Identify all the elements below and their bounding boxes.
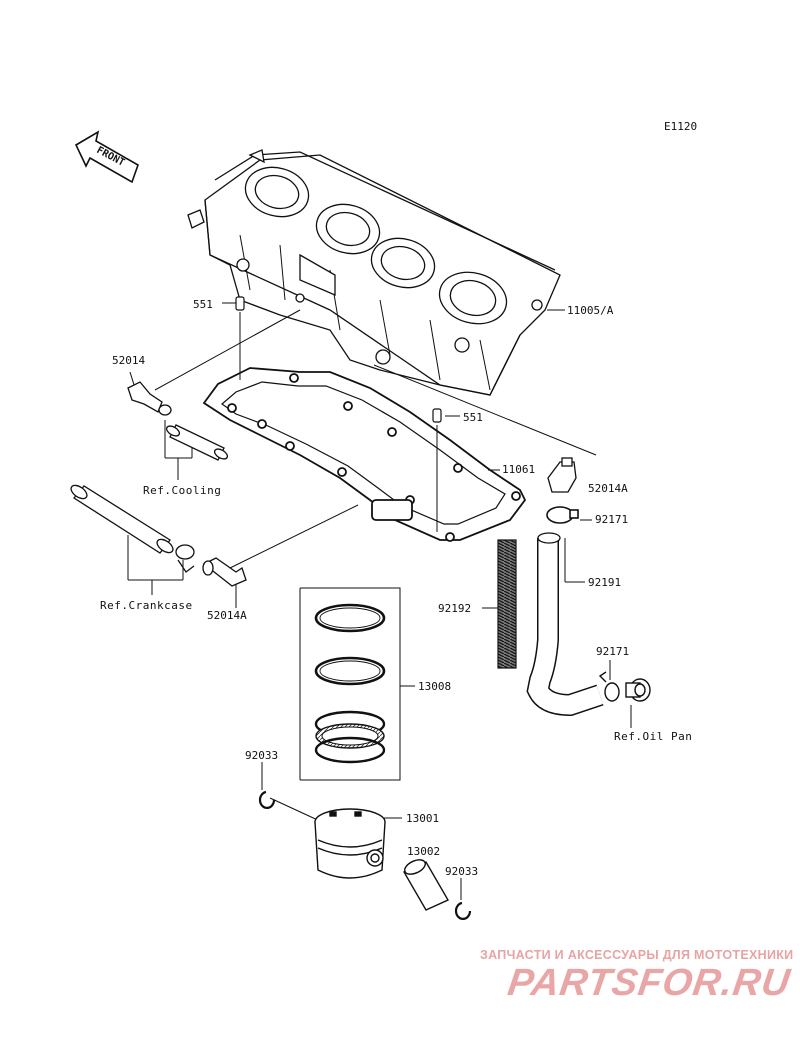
dowel-pin-right [432,408,442,423]
hose-long [526,532,604,717]
fitting-right [547,457,577,493]
crankcase-hose [70,484,195,573]
label-dowel-right: 551 [463,411,483,424]
ring-set-box [299,587,401,781]
clamp-lower [598,671,651,702]
label-breather: 92192 [438,602,471,615]
label-piston: 13001 [406,812,439,825]
label-clamp-lower: 92171 [596,645,629,658]
piston [314,808,386,879]
ref-crankcase: Ref.Crankcase [100,599,193,612]
label-cylinder: 11005/A [567,304,614,317]
label-clamp-upper: 92171 [595,513,628,526]
ref-cooling: Ref.Cooling [143,484,221,497]
label-dowel-left: 551 [193,298,213,311]
watermark-tagline: ЗАПЧАСТИ И АКСЕССУАРЫ ДЛЯ МОТОТЕХНИКИ [480,948,794,962]
piston-rings [314,603,386,764]
label-pin: 13002 [407,845,440,858]
diagram-code: E1120 [664,120,697,133]
label-fitting-left: 52014 [112,354,145,367]
cylinder-block [187,149,561,396]
ref-oil-pan: Ref.Oil Pan [614,730,692,743]
label-gasket: 11061 [502,463,535,476]
watermark-logo: PARTSFOR.RU [505,962,794,1004]
label-circlip-right: 92033 [445,865,478,878]
cooling-hose [165,424,229,461]
label-fitting-right: 52014A [588,482,628,495]
clamp-upper [546,506,579,524]
piston-pin [403,859,449,911]
circlip-left [258,790,276,809]
fitting-lower [202,557,247,587]
front-arrow-icon: FRONT [74,130,139,184]
head-gasket [202,367,527,542]
label-fitting-lower: 52014A [207,609,247,622]
label-circlip-left: 92033 [245,749,278,762]
breather-tube [497,539,517,669]
fitting-left [127,381,172,416]
circlip-right [454,901,472,920]
label-ring-set: 13008 [418,680,451,693]
label-hose-long: 92191 [588,576,621,589]
dowel-pin-left [235,296,245,311]
